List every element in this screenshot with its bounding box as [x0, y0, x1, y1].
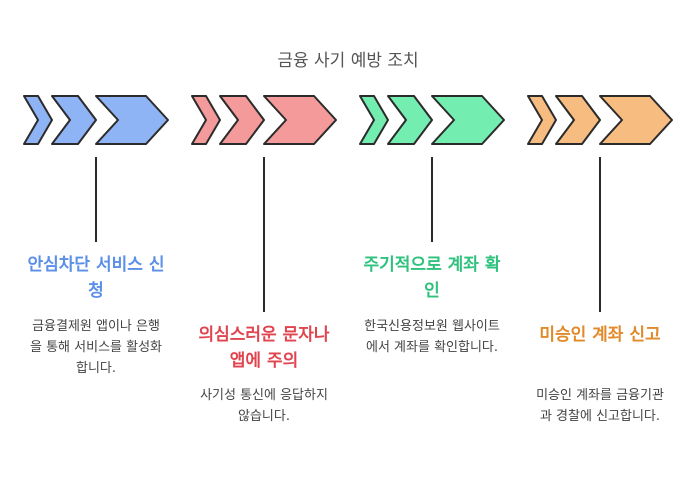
step-3-arrows — [359, 95, 505, 242]
diagram-title: 금융 사기 예방 조치 — [277, 51, 419, 71]
step-1-chevron-medium — [51, 95, 97, 145]
step-1-description: 금융결제원 앱이나 은행을 통해 서비스를 활성화합니다. — [30, 319, 162, 376]
step-2-chevron-medium — [219, 95, 265, 145]
step-3-chevron-large — [431, 95, 505, 145]
step-2-chevron-small — [191, 95, 221, 145]
step-4-chevron-large — [599, 95, 673, 145]
step-2-description: 사기성 통신에 응답하지 않습니다. — [200, 388, 328, 424]
step-3-chevron-medium — [387, 95, 433, 145]
step-4-title: 미승인 계좌 신고 — [539, 325, 661, 345]
step-4-chevron-medium — [555, 95, 601, 145]
step-3-chevron-small — [359, 95, 389, 145]
step-4-description: 미승인 계좌를 금융기관과 경찰에 신고합니다. — [536, 388, 664, 424]
step-1-chevron-small — [23, 95, 53, 145]
step-4-chevron-small — [527, 95, 557, 145]
step-3-title: 주기적으로 계좌 확인 — [363, 255, 501, 301]
step-4-arrows — [527, 95, 673, 312]
step-1-chevron-large — [95, 95, 169, 145]
step-2-title: 의심스러운 문자나 앱에 주의 — [198, 325, 330, 371]
step-3-description: 한국신용정보원 웹사이트에서 계좌를 확인합니다. — [364, 319, 500, 355]
step-1-title: 안심차단 서비스 신청 — [27, 255, 165, 301]
step-2-chevron-large — [263, 95, 337, 145]
step-2-arrows — [191, 95, 337, 312]
step-1-arrows — [23, 95, 169, 242]
